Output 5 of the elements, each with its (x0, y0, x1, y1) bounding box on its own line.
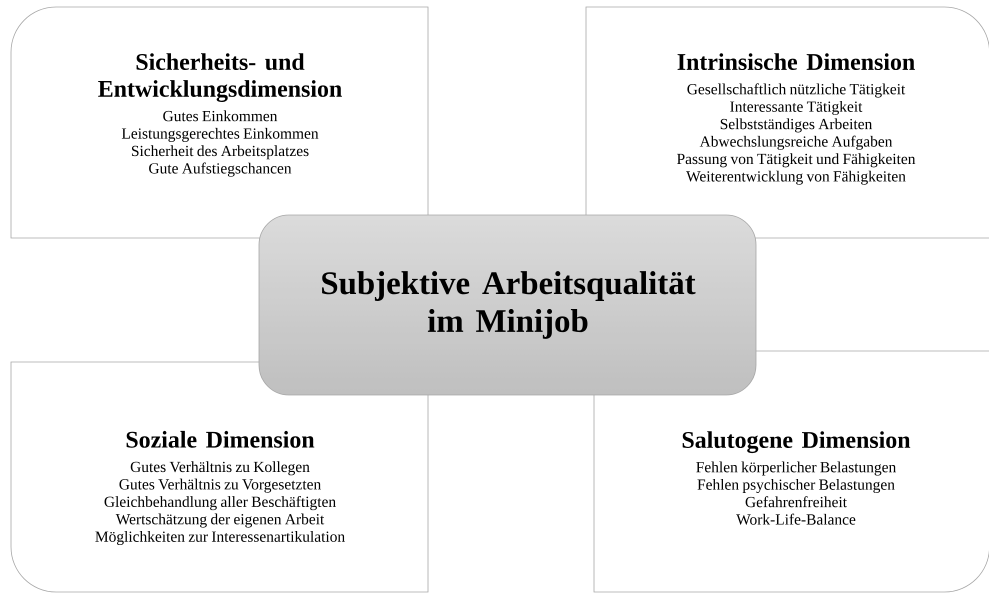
dimension-box: Intrinsische Dimension Gesellschaftlich nützliche Tätigkeit Interessante Tätigkeit Selbstständiges Arbeiten Abwechslungsreiche Aufgaben Passung von Tätigkeit und Fähigkeiten Weiterentwicklung von Fähigkeiten (586, 6, 989, 238)
dimension-box: Sicherheits- und Entwicklungsdimension Gutes Einkommen Leistungsgerechtes Einkommen Sicherheit des Arbeitsplatzes Gute Aufstiegschancen (10, 6, 428, 238)
dimension-box: Salutogene Dimension Fehlen körperlicher Belastungen Fehlen psychischer Belastungen Gefahrenfreiheit Work-Life-Balance (594, 350, 989, 592)
dimension-box: Soziale Dimension Gutes Verhältnis zu Kollegen Gutes Verhältnis zu Vorgesetzten Gleichbehandlung aller Beschäftigten Wertschätzung der eigenen Arbeit Möglichkeiten zur Interessenartikulation (10, 362, 428, 592)
central-box: Subjektive Arbeitsqualität im Minijob (258, 214, 756, 396)
